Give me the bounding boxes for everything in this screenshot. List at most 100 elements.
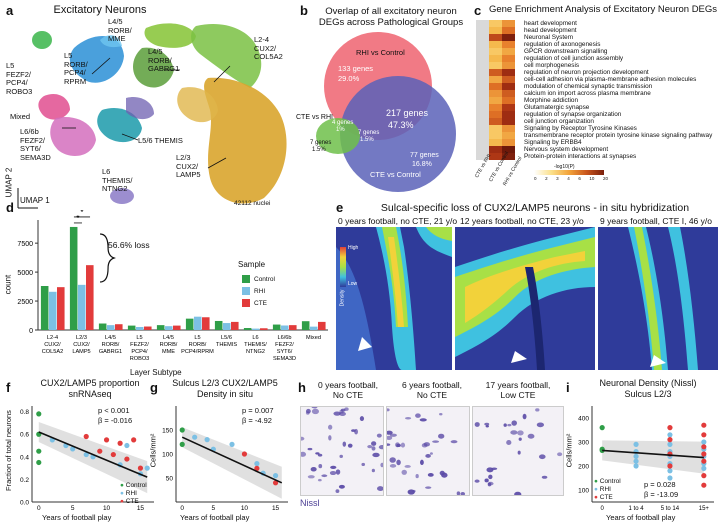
data-point	[124, 456, 130, 462]
bar	[280, 325, 289, 330]
nissl-cell	[371, 468, 375, 473]
data-point	[254, 465, 260, 471]
x-tick-label: 5 to 14	[661, 506, 680, 512]
x-tick-label: 10	[241, 505, 249, 512]
bar	[318, 321, 326, 330]
confidence-band	[182, 427, 282, 499]
heatmap-grid	[476, 20, 515, 160]
y-tick-label: 0	[29, 328, 33, 335]
nissl-cell	[415, 413, 421, 418]
heatmap-cell	[489, 104, 502, 111]
venn-rhi-label: RHI vs Control	[356, 48, 405, 57]
heatmap-term: regulation of synapse organization	[524, 110, 622, 118]
x-tick-label: PCP4/	[131, 349, 148, 355]
scale-tick: 20	[602, 176, 608, 181]
data-point	[667, 437, 673, 443]
data-point	[599, 425, 605, 431]
nissl-cell	[389, 457, 396, 463]
scale-tick: 2	[545, 176, 548, 181]
insitu-heatmap-2	[628, 227, 698, 370]
x-tick-label: 0	[180, 505, 184, 512]
heatmap-cell	[502, 69, 515, 76]
umap-title: Excitatory Neurons	[53, 4, 147, 16]
heatmap-cell	[502, 132, 515, 139]
nissl-cell	[335, 489, 340, 493]
legend-label: CTE	[125, 498, 139, 505]
y-tick-label: 400	[578, 416, 589, 423]
y-tick-label: 100	[578, 488, 589, 495]
bar	[243, 328, 252, 330]
nissl-cell	[367, 445, 373, 449]
heatmap-cell	[489, 20, 502, 27]
legend-cte-label: CTE	[254, 300, 267, 307]
heatmap-cell	[476, 125, 489, 132]
x-tick-label: ROBO3	[130, 356, 150, 362]
nissl-cell	[396, 459, 401, 466]
venn-center-pct: 47.3%	[388, 120, 414, 130]
venn-cte-control-label: CTE vs Control	[370, 170, 421, 179]
nissl-cell	[419, 418, 427, 422]
nissl-cell	[522, 413, 527, 420]
bar	[106, 325, 115, 330]
nissl-cell	[401, 469, 407, 475]
bar	[156, 325, 165, 330]
x-tick-label: 0	[600, 506, 604, 512]
heatmap-cell	[476, 34, 489, 41]
nissl-image-1	[386, 406, 470, 496]
heatmap-cell	[489, 62, 502, 69]
scatter-g-title: Sulcus L2/3 CUX2/LAMP5 Density in situ	[172, 378, 278, 399]
nissl-cell	[371, 441, 377, 446]
data-point	[667, 425, 673, 431]
nissl-cell	[439, 470, 445, 476]
venn-cte-rhi-circle	[316, 118, 360, 154]
heatmap-term: cell junction organization	[524, 117, 594, 125]
data-point	[701, 473, 707, 479]
nissl-cell	[339, 454, 343, 458]
nissl-cell	[474, 479, 480, 483]
data-point	[36, 411, 42, 417]
bar	[127, 325, 136, 330]
nissl-cell	[485, 425, 489, 428]
legend-label: CTE	[599, 494, 613, 501]
x-tick-label: L4/5	[105, 335, 116, 341]
sig-mark: *	[80, 210, 83, 217]
data-point	[667, 463, 673, 469]
heatmap-cell	[489, 41, 502, 48]
umap-label-l45-gabrg1: L4/5 RORB/ GABRG1	[148, 47, 180, 73]
heatmap-cell	[489, 139, 502, 146]
heatmap-cell	[476, 90, 489, 97]
nissl-cell	[333, 411, 341, 416]
heatmap-cell	[502, 62, 515, 69]
heatmap-cell	[476, 132, 489, 139]
heatmap-cell	[489, 118, 502, 125]
venn-cte-only-genes: 77 genes	[410, 152, 439, 159]
x-tick-label: 10	[103, 505, 111, 512]
panel-b-label: b	[300, 3, 308, 18]
nissl-stain-label: Nissl	[300, 498, 320, 508]
nissl-cell	[425, 486, 432, 489]
venn-small-a-pct: 1%	[336, 127, 345, 133]
data-point	[241, 451, 248, 457]
venn-center-genes: 217 genes	[386, 108, 429, 118]
bar	[260, 328, 268, 330]
data-point	[667, 468, 673, 474]
x-tick-label: L6	[252, 335, 258, 341]
x-tick-label: 1 to 4	[629, 506, 645, 512]
umap-label-l5-rorb-rprm: L5 RORB/ PCP4/ RPRM	[64, 51, 88, 86]
x-tick-label: CUX2/	[73, 342, 90, 348]
heatmap-cell	[489, 48, 502, 55]
arrowhead-icon	[511, 351, 527, 363]
bar-annotation: 56.6% loss	[108, 240, 150, 250]
heatmap-title: Gene Enrichment Analysis of Excitatory N…	[488, 4, 718, 15]
data-point	[144, 465, 150, 471]
nissl-cell	[361, 462, 366, 467]
x-tick-label: SEMA3D	[273, 356, 296, 362]
data-point	[633, 458, 639, 464]
x-tick-label: MME	[162, 349, 175, 355]
insitu-caption-0: 0 years football, no CTE, 21 y/o	[338, 216, 458, 226]
data-point	[701, 458, 707, 464]
scatter-f-legend: ● Control ● RHI ● CTE	[120, 482, 147, 506]
nissl-cells-2	[474, 408, 563, 495]
